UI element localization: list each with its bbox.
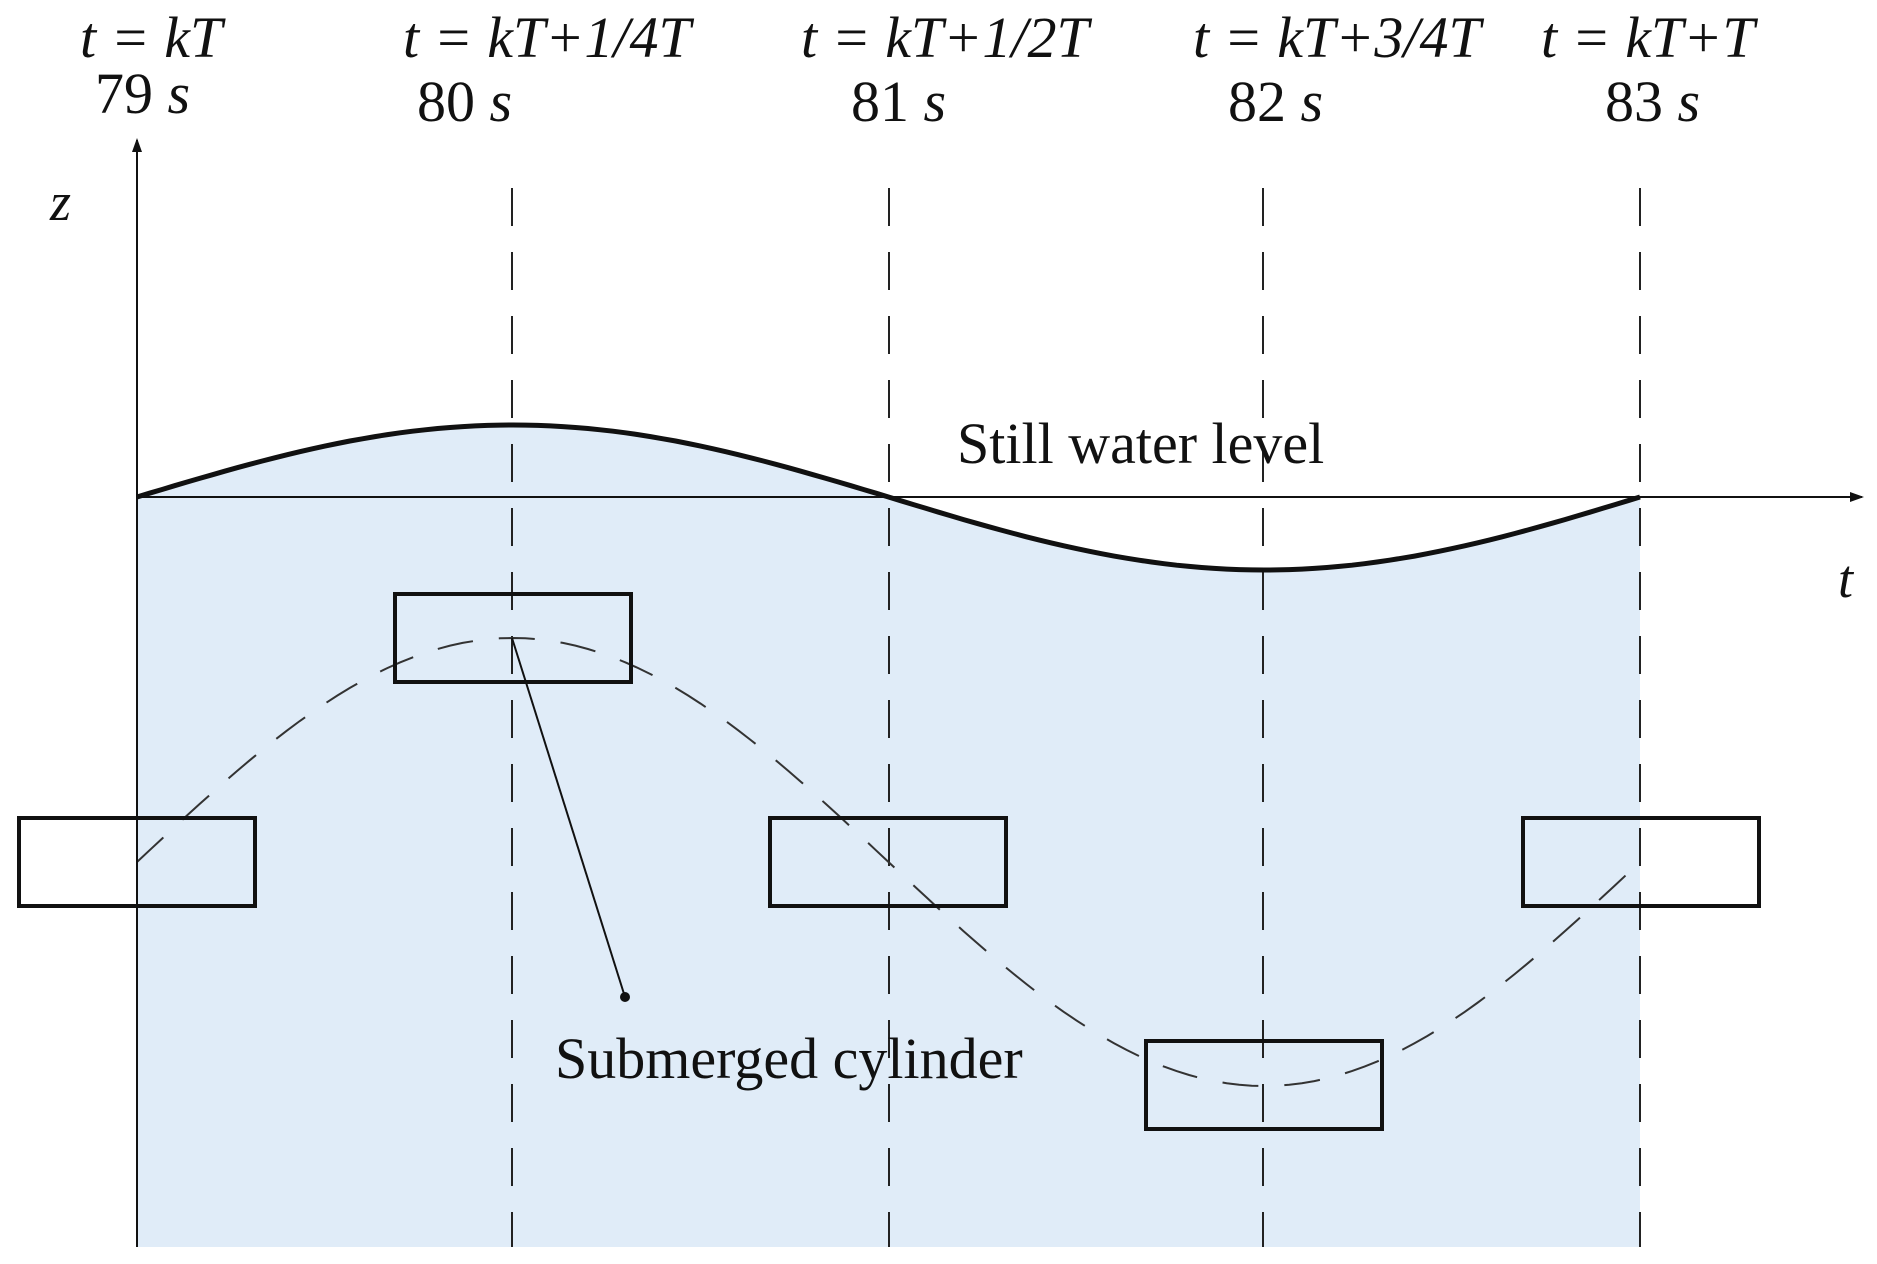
time-value: 79 s [95, 61, 190, 126]
time-formula: t = kT [80, 5, 226, 70]
cylinder-t4 [1521, 816, 1761, 908]
submerged-cylinder-label: Submerged cylinder [555, 1026, 1023, 1091]
time-formula: t = kT+T [1541, 5, 1758, 70]
leader-dot [620, 992, 630, 1002]
z-axis-label: z [49, 172, 71, 232]
time-value: 83 s [1605, 69, 1700, 134]
cylinder-leader-line [511, 637, 626, 998]
cylinder-t3 [1144, 1039, 1384, 1131]
time-labels: t = kT 79 s t = kT+1/4T 80 s t = kT+1/2T… [80, 5, 1758, 134]
t-axis-label: t [1838, 549, 1855, 609]
cylinders [17, 592, 1761, 1131]
time-formula: t = kT+1/4T [403, 5, 695, 70]
cylinder-t2 [768, 816, 1008, 908]
time-formula: t = kT+3/4T [1193, 5, 1485, 70]
still-water-level-label: Still water level [957, 411, 1324, 476]
cylinder-trajectory [136, 636, 1641, 1088]
time-value: 80 s [417, 69, 512, 134]
cylinder-t0 [17, 816, 257, 908]
time-formula: t = kT+1/2T [801, 5, 1093, 70]
cylinder-t1 [393, 592, 633, 684]
time-value: 82 s [1228, 69, 1323, 134]
time-guides [511, 188, 1641, 1247]
wave-surface [136, 422, 1641, 573]
time-value: 81 s [851, 69, 946, 134]
